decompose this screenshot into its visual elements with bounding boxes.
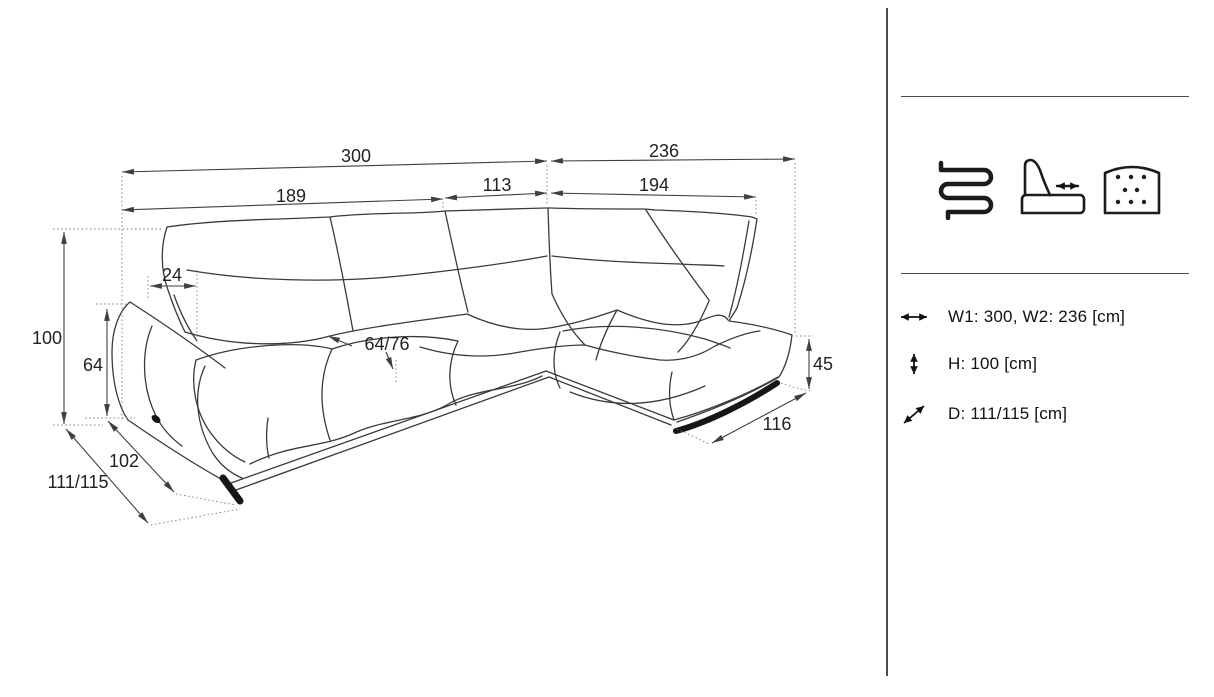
dim-label-111-115: 111/115	[47, 472, 108, 492]
spec-height-label: H: 100 [cm]	[948, 354, 1038, 373]
backrest-seam-horizontal-left	[186, 255, 548, 281]
corner-quilt-seam-3	[677, 300, 710, 353]
dim-label-100: 100	[32, 328, 62, 348]
chaise-front-seam	[553, 331, 561, 389]
dim-line-300	[121, 158, 548, 175]
seat-crease	[265, 417, 270, 459]
dim-line-116	[711, 392, 807, 444]
corner-quilt-seam-1	[551, 293, 586, 346]
feature-icons-row	[938, 158, 1161, 220]
spec-width-label: W1: 300, W2: 236 [cm]	[948, 307, 1126, 326]
spec-row-height: H: 100 [cm]	[896, 349, 1037, 379]
chaise-front-contour	[569, 385, 706, 405]
width-arrow-icon	[901, 313, 927, 321]
backrest-seam-1	[329, 216, 354, 332]
backrest-seam-3	[645, 209, 710, 301]
spec-depth-label: D: 111/115 [cm]	[948, 404, 1068, 423]
dim-label-116: 116	[763, 414, 792, 434]
seat-front-seam-1	[321, 348, 333, 441]
spring-icon	[938, 160, 994, 220]
armrest-inner-curve-1	[143, 325, 183, 447]
armrest-outer-edge	[111, 301, 131, 421]
dimension-extension-lines	[53, 163, 813, 526]
dim-label-64-76: 64/76	[364, 334, 409, 354]
dim-label-113: 113	[483, 175, 512, 195]
dim-line-236	[550, 156, 796, 164]
seat-front-left	[193, 359, 246, 463]
seat-front-contour	[249, 375, 543, 465]
panel-rule-top	[901, 96, 1189, 97]
ext-45-bottom	[780, 382, 813, 392]
sofa-outline	[166, 207, 793, 423]
dim-label-194: 194	[639, 175, 669, 195]
corner-quilt-lower	[419, 330, 761, 361]
seat-back-boundary	[184, 309, 729, 345]
dim-label-300: 300	[341, 146, 371, 166]
backrest-right-inner-edge	[728, 220, 750, 318]
dim-label-189: 189	[276, 186, 306, 206]
panel-divider	[886, 8, 888, 676]
base-rail-front-lower	[235, 376, 550, 491]
dim-line-194	[550, 190, 757, 200]
dim-line-111-115	[65, 428, 149, 524]
dimension-labels: 300 236 189 113 194 100 64 24 64/76 45 1…	[32, 141, 833, 492]
seat-cushion-top-2	[331, 335, 459, 350]
dim-arrow-seat-depth-front	[385, 351, 394, 370]
panel-rule-bottom	[901, 273, 1189, 274]
base-rail-chaise-lower	[548, 376, 672, 426]
dim-line-113	[444, 190, 548, 201]
depth-arrow-icon	[903, 405, 925, 424]
dim-arrow-seat-depth-back	[327, 335, 353, 347]
chaise-center-seam	[668, 371, 675, 421]
dim-label-102: 102	[109, 451, 139, 471]
dim-label-45: 45	[813, 354, 833, 374]
ext-102-end	[175, 493, 237, 506]
mattress-icon	[1103, 165, 1161, 215]
dim-label-64: 64	[83, 355, 103, 375]
front-left-leg	[219, 474, 244, 505]
seat-front-seam-2	[449, 340, 459, 406]
backrest-seam-corner	[547, 207, 553, 295]
backrest-seam-horizontal-right	[551, 255, 725, 267]
spec-row-depth: D: 111/115 [cm]	[896, 399, 1067, 429]
dim-line-189	[121, 196, 444, 213]
base-rail-front-upper	[230, 370, 547, 484]
ext-depth-end	[150, 508, 241, 526]
dimension-lines	[61, 156, 812, 524]
armrest-ridge	[129, 301, 226, 369]
armrest-inner-curve-2	[197, 365, 243, 479]
corner-quilt-seam-2	[595, 309, 618, 361]
spec-row-width: W1: 300, W2: 236 [cm]	[896, 302, 1125, 332]
sofa-bottom-left-edge	[127, 419, 233, 486]
dim-label-24: 24	[162, 265, 182, 285]
height-arrow-icon	[910, 354, 918, 374]
base-rail-chaise-upper	[545, 370, 675, 421]
seat-cushion-top-1	[195, 344, 333, 361]
backrest-left-edge	[161, 226, 186, 333]
sofa-bed-icon	[1020, 158, 1086, 215]
ext-116-left	[676, 428, 710, 445]
dim-label-236: 236	[649, 141, 679, 161]
backrest-seam-2	[444, 210, 469, 313]
sofa-illustration	[111, 207, 793, 505]
chaise-cushion-top	[562, 325, 731, 349]
backrest-left-inner-edge	[173, 294, 198, 342]
